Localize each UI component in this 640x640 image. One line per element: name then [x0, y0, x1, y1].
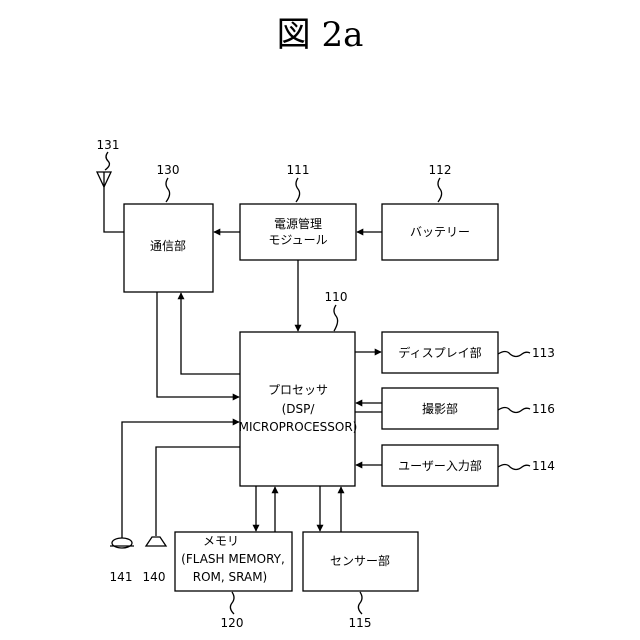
ref-processor: 110: [325, 290, 348, 304]
leader-user-input: [498, 465, 530, 470]
ref-antenna: 131: [97, 138, 120, 152]
memory-label-line1: メモリ: [203, 534, 239, 548]
figure-title: 図 2a: [277, 15, 364, 55]
leader-display: [498, 352, 530, 357]
leader-antenna: [105, 152, 109, 170]
ref-display: 113: [532, 346, 555, 360]
camera-block: 撮影部: [382, 388, 498, 429]
comm-block: 通信部: [124, 204, 213, 292]
ref-memory: 120: [221, 616, 244, 630]
ref-battery: 112: [429, 163, 452, 177]
sensor-label: センサー部: [330, 553, 390, 568]
battery-label: バッテリー: [410, 225, 470, 239]
leader-battery: [438, 178, 442, 202]
comm-to-processor-arrow: [157, 292, 239, 397]
battery-block: バッテリー: [382, 204, 498, 260]
leader-power: [296, 178, 300, 202]
ref-microphone: 141: [110, 570, 133, 584]
power-management-block: 電源管理 モジュール: [240, 204, 356, 260]
sensor-block: センサー部: [303, 532, 418, 591]
ref-comm: 130: [157, 163, 180, 177]
leader-camera: [498, 408, 530, 413]
ref-camera: 116: [532, 402, 555, 416]
display-label: ディスプレイ部: [398, 345, 481, 360]
ref-sensor: 115: [349, 616, 372, 630]
leader-sensor: [358, 592, 362, 614]
leader-processor: [334, 305, 338, 331]
speaker-icon: [146, 537, 166, 546]
power-label-line1: 電源管理: [274, 216, 322, 231]
antenna-icon: [97, 172, 124, 232]
camera-label: 撮影部: [422, 401, 458, 416]
processor-label-line2: (DSP/: [282, 402, 316, 416]
memory-label-line3: ROM, SRAM): [193, 570, 267, 584]
processor-to-speaker-line: [156, 447, 240, 536]
user-input-block: ユーザー入力部: [382, 445, 498, 486]
ref-power: 111: [287, 163, 310, 177]
ref-speaker: 140: [143, 570, 166, 584]
display-block: ディスプレイ部: [382, 332, 498, 373]
processor-block: プロセッサ (DSP/ MICROPROCESSOR): [239, 332, 358, 486]
leader-memory: [230, 592, 234, 614]
power-label-line2: モジュール: [268, 233, 327, 247]
memory-label-line2: (FLASH MEMORY,: [181, 552, 285, 566]
processor-label-line1: プロセッサ: [268, 383, 328, 397]
leader-comm: [166, 178, 170, 202]
microphone-to-processor-arrow: [122, 422, 239, 538]
processor-label-line3: MICROPROCESSOR): [239, 420, 358, 434]
comm-label: 通信部: [150, 238, 186, 253]
memory-block: メモリ (FLASH MEMORY, ROM, SRAM): [175, 532, 292, 591]
processor-to-comm-arrow: [181, 293, 240, 374]
microphone-icon: [110, 538, 134, 548]
ref-user-input: 114: [532, 459, 555, 473]
user-input-label: ユーザー入力部: [398, 458, 482, 473]
